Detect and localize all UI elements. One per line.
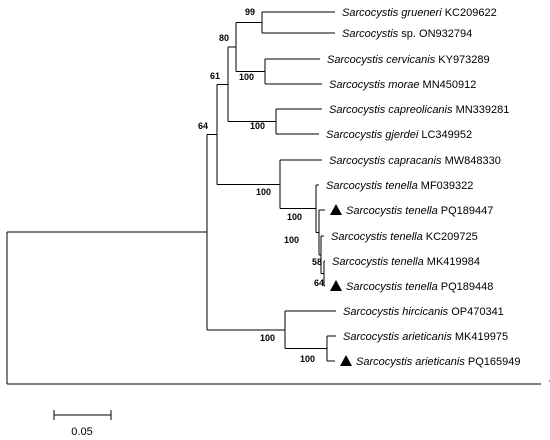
bootstrap-value: 100 bbox=[287, 212, 302, 222]
taxon-epithet: morae bbox=[388, 79, 422, 91]
bootstrap-value: 100 bbox=[256, 187, 271, 197]
bootstrap-value: 99 bbox=[245, 7, 255, 17]
tip-label: Toxoplasma gondii JX473253 bbox=[548, 379, 550, 391]
sample-markers bbox=[330, 204, 352, 366]
taxon-accession: KC209725 bbox=[426, 231, 478, 243]
bootstrap-value: 61 bbox=[210, 71, 220, 81]
bootstrap-value: 100 bbox=[260, 333, 275, 343]
bootstrap-value: 100 bbox=[300, 354, 315, 364]
taxon-epithet: tenella bbox=[405, 281, 440, 293]
taxon-genus: Sarcocystis bbox=[326, 129, 385, 141]
tip-label: Sarcocystis gjerdei LC349952 bbox=[326, 129, 472, 141]
tip-label: Sarcocystis capreolicanis MN339281 bbox=[329, 104, 509, 116]
taxon-epithet: sp. bbox=[401, 28, 419, 40]
taxon-accession: PQ189448 bbox=[441, 281, 494, 293]
taxon-genus: Sarcocystis bbox=[346, 205, 405, 217]
taxon-genus: Toxoplasma bbox=[548, 379, 550, 391]
bootstrap-value: 80 bbox=[219, 33, 229, 43]
taxon-genus: Sarcocystis bbox=[346, 281, 405, 293]
taxon-genus: Sarcocystis bbox=[327, 54, 386, 66]
taxon-epithet: capracanis bbox=[388, 155, 444, 167]
scale-bar: 0.05 bbox=[53, 410, 112, 438]
taxon-epithet: grueneri bbox=[401, 7, 444, 19]
bootstrap-value: 64 bbox=[198, 121, 208, 131]
taxon-accession: KY973289 bbox=[438, 54, 489, 66]
tip-label: Sarcocystis arieticanis MK419975 bbox=[343, 331, 508, 343]
taxon-genus: Sarcocystis bbox=[343, 331, 402, 343]
tip-label: Sarcocystis cervicanis KY973289 bbox=[327, 54, 490, 66]
taxon-epithet: tenella bbox=[405, 205, 440, 217]
tip-label: Sarcocystis grueneri KC209622 bbox=[342, 7, 497, 19]
taxon-genus: Sarcocystis bbox=[326, 180, 385, 192]
taxon-genus: Sarcocystis bbox=[331, 231, 390, 243]
bootstrap-value: 100 bbox=[284, 235, 299, 245]
taxon-accession: MK419984 bbox=[427, 256, 480, 268]
bootstrap-value: 64 bbox=[314, 278, 324, 288]
taxon-accession: PQ165949 bbox=[468, 356, 521, 368]
taxon-genus: Sarcocystis bbox=[332, 256, 391, 268]
taxon-epithet: gjerdei bbox=[385, 129, 421, 141]
tip-label: Sarcocystis tenella MF039322 bbox=[326, 180, 473, 192]
tip-label: Sarcocystis tenella MK419984 bbox=[332, 256, 480, 268]
taxon-accession: MW848330 bbox=[445, 155, 501, 167]
taxon-genus: Sarcocystis bbox=[329, 155, 388, 167]
taxon-epithet: arieticanis bbox=[415, 356, 468, 368]
taxon-accession: OP470341 bbox=[451, 306, 504, 318]
taxon-epithet: tenella bbox=[385, 180, 420, 192]
taxon-genus: Sarcocystis bbox=[342, 7, 401, 19]
taxon-accession: MN339281 bbox=[456, 104, 510, 116]
taxon-accession: MK419975 bbox=[455, 331, 508, 343]
taxon-epithet: capreolicanis bbox=[388, 104, 455, 116]
scale-bar-label: 0.05 bbox=[71, 426, 92, 438]
taxon-accession: PQ189447 bbox=[441, 205, 494, 217]
taxon-epithet: hircicanis bbox=[402, 306, 451, 318]
bootstrap-value: 58 bbox=[312, 257, 322, 267]
triangle-marker-icon bbox=[340, 355, 352, 366]
tip-label: Sarcocystis sp. ON932794 bbox=[342, 28, 472, 40]
taxon-genus: Sarcocystis bbox=[342, 28, 401, 40]
tip-labels: Sarcocystis grueneri KC209622Sarcocystis… bbox=[326, 7, 550, 391]
bootstrap-values: 99 80 100 61 100 64 100 100 100 58 64 100 100 bbox=[198, 7, 324, 364]
triangle-marker-icon bbox=[330, 280, 342, 291]
bootstrap-value: 100 bbox=[239, 72, 254, 82]
taxon-accession: KC209622 bbox=[445, 7, 497, 19]
taxon-accession: LC349952 bbox=[421, 129, 472, 141]
taxon-genus: Sarcocystis bbox=[356, 356, 415, 368]
taxon-genus: Sarcocystis bbox=[329, 104, 388, 116]
tip-label: Sarcocystis tenella PQ189447 bbox=[346, 205, 493, 217]
tree-branches bbox=[6, 11, 541, 385]
tip-label: Sarcocystis tenella KC209725 bbox=[331, 231, 478, 243]
tip-label: Sarcocystis arieticanis PQ165949 bbox=[356, 356, 520, 368]
bootstrap-value: 100 bbox=[250, 121, 265, 131]
taxon-genus: Sarcocystis bbox=[329, 79, 388, 91]
taxon-epithet: tenella bbox=[390, 231, 425, 243]
taxon-epithet: cervicanis bbox=[386, 54, 438, 66]
triangle-marker-icon bbox=[330, 204, 342, 215]
taxon-accession: ON932794 bbox=[419, 28, 472, 40]
taxon-epithet: arieticanis bbox=[402, 331, 455, 343]
taxon-accession: MF039322 bbox=[421, 180, 474, 192]
tip-label: Sarcocystis tenella PQ189448 bbox=[346, 281, 493, 293]
tip-label: Sarcocystis morae MN450912 bbox=[329, 79, 476, 91]
tip-label: Sarcocystis hircicanis OP470341 bbox=[343, 306, 504, 318]
taxon-genus: Sarcocystis bbox=[343, 306, 402, 318]
tip-label: Sarcocystis capracanis MW848330 bbox=[329, 155, 501, 167]
taxon-epithet: tenella bbox=[391, 256, 426, 268]
taxon-accession: MN450912 bbox=[423, 79, 477, 91]
